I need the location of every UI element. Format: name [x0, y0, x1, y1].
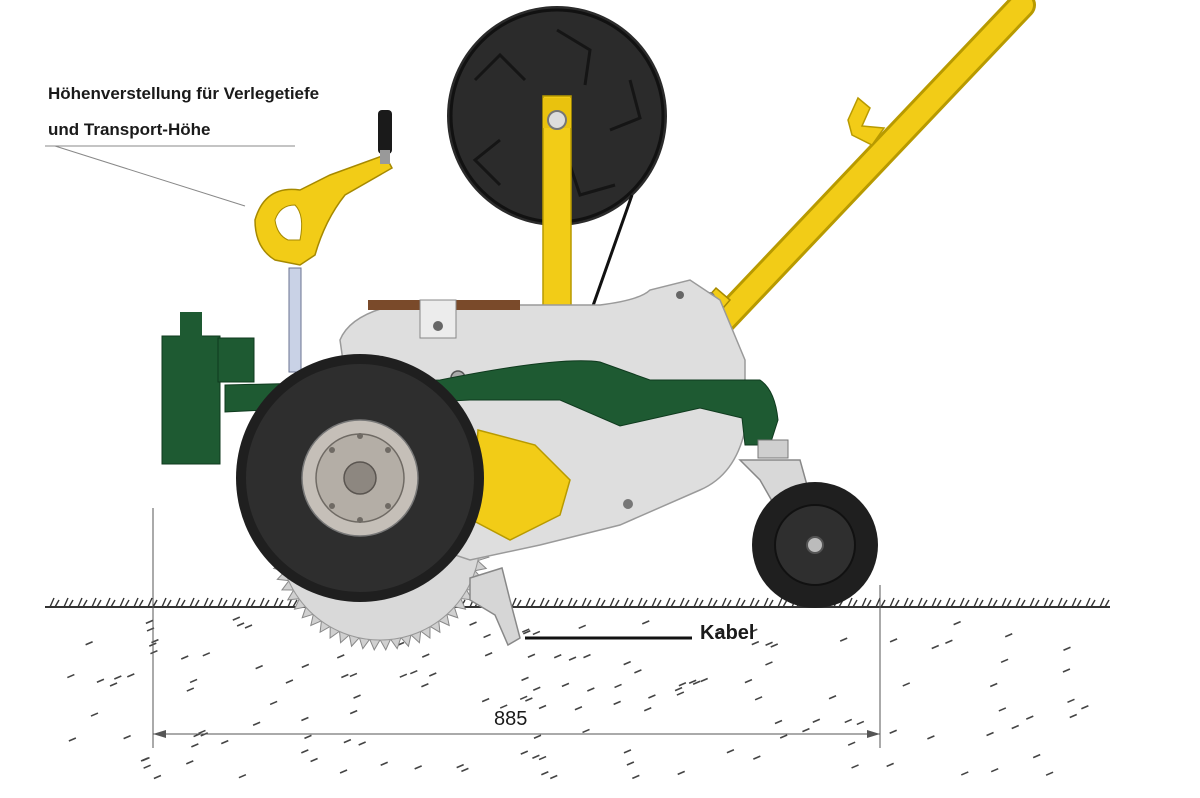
height-label-leader: [45, 145, 295, 207]
grass-tufts: [49, 597, 1110, 608]
dimension-label: 885: [494, 708, 528, 730]
caster-wheel-icon: [738, 439, 878, 608]
cable-reel-icon: [447, 6, 667, 321]
dimension-lines: [152, 508, 881, 748]
wheel-icon: [236, 354, 484, 602]
soil-marks: [67, 616, 1089, 780]
soil: [45, 597, 1110, 780]
height-adjust-label-line1: Höhenverstellung für Verlegetiefe: [48, 84, 320, 103]
cable-label: Kabel: [700, 622, 755, 644]
height-adjust-label-line2: und Transport-Höhe: [48, 120, 211, 139]
height-adjust-lever: [254, 110, 394, 373]
